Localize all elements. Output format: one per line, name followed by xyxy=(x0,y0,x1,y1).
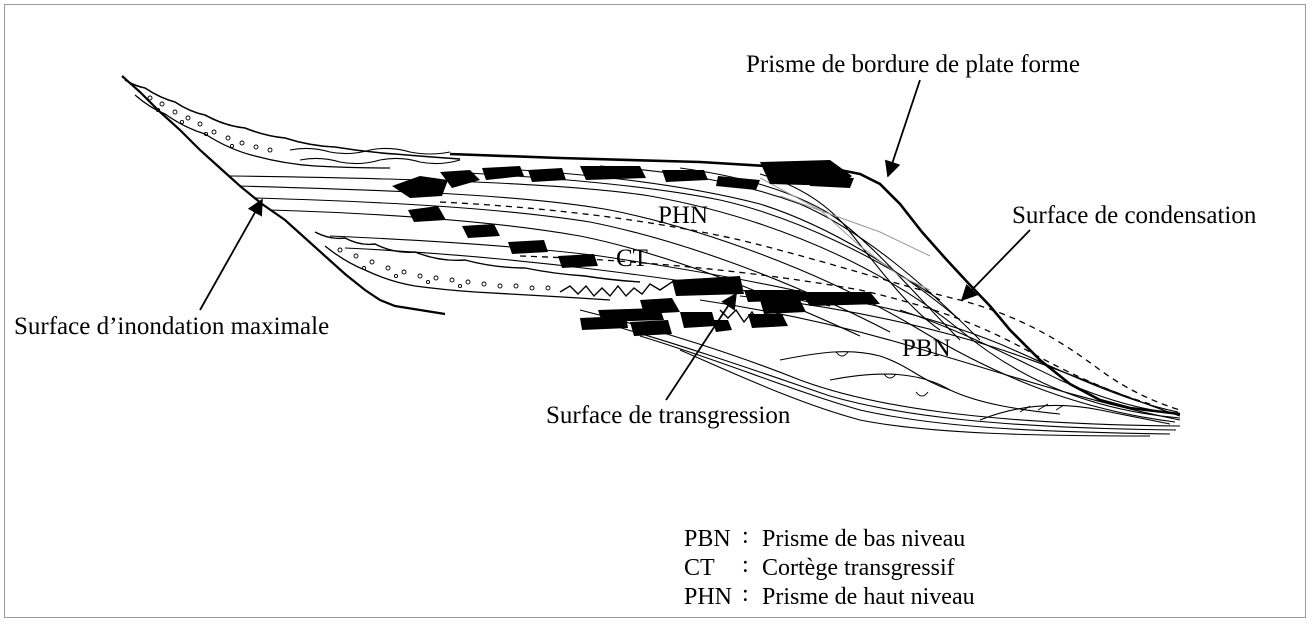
legend-text: Cortège transgressif xyxy=(762,556,955,580)
label-phn: PHN xyxy=(658,203,708,228)
label-pbn: PBN xyxy=(902,336,951,361)
faint-clinoforms xyxy=(760,178,930,290)
label-max-flooding: Surface d’inondation maximale xyxy=(14,314,329,339)
condensation-dashed xyxy=(520,256,1150,404)
upper-conglomerate-base xyxy=(135,95,390,168)
label-transgression: Surface de transgression xyxy=(546,403,790,428)
basal-slope-surface xyxy=(122,76,445,314)
transgressive-zigzag xyxy=(560,282,684,296)
legend-separator: : xyxy=(742,582,749,606)
legend-separator: : xyxy=(742,524,749,548)
arrow-condensation xyxy=(962,230,1030,300)
label-ct: CT xyxy=(616,246,648,271)
arrow-platform-margin xyxy=(888,80,920,176)
legend-text: Prisme de haut niveau xyxy=(762,585,975,609)
upper-wavy-beds xyxy=(290,148,460,163)
upper-conglomerate-top xyxy=(125,80,460,159)
legend-separator: : xyxy=(742,553,749,577)
arrow-max-flooding xyxy=(200,200,262,310)
legend-abbr: PBN xyxy=(684,527,731,551)
legend-abbr: CT xyxy=(684,556,715,580)
legend-abbr: PHN xyxy=(684,585,732,609)
label-condensation: Surface de condensation xyxy=(1012,203,1256,228)
legend-text: Prisme de bas niveau xyxy=(762,527,965,551)
label-platform-margin: Prisme de bordure de plate forme xyxy=(746,52,1080,77)
upper-conglomerate-pebbles xyxy=(148,96,272,152)
